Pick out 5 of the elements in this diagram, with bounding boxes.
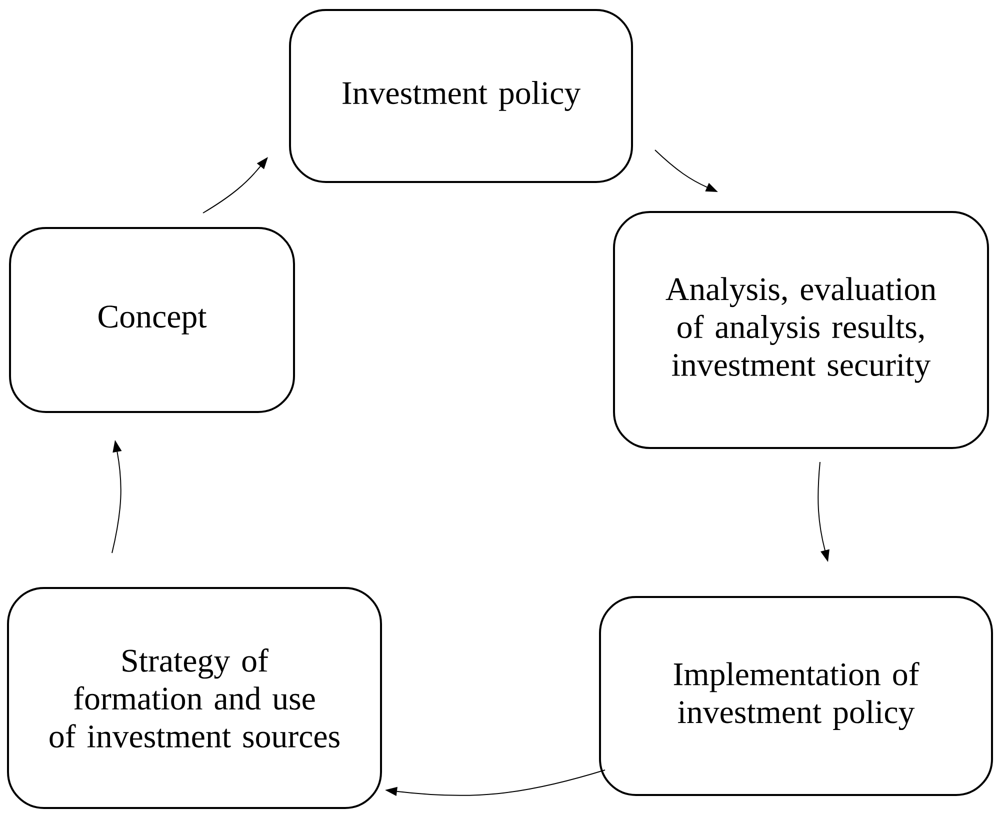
process-box: Analysis, evaluation of analysis results, investment security <box>613 211 989 449</box>
process-box: Concept <box>9 227 295 413</box>
process-box: Implementation of investment policy <box>599 596 993 796</box>
process-box: Strategy of formation and use of investment sources <box>7 587 382 809</box>
process-box: Investment policy <box>289 9 633 183</box>
